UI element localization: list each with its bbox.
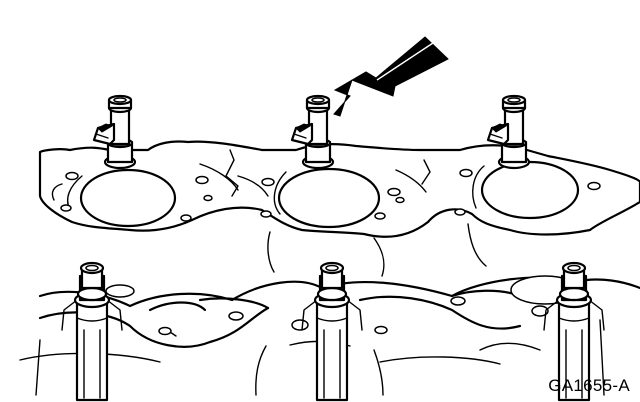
upper-injector-2: [290, 94, 335, 170]
upper-manifold-gasket: [38, 140, 640, 277]
callout-arrow: [333, 36, 449, 117]
lower-injector-2: [301, 261, 363, 402]
lower-injector-1: [61, 261, 123, 402]
lower-injectors: [61, 261, 605, 402]
figure-code: GA1655-A: [548, 376, 630, 395]
upper-injector-1: [92, 94, 137, 170]
upper-injector-3: [486, 94, 531, 170]
upper-injectors: [92, 94, 531, 170]
lower-injector-3: [543, 261, 605, 402]
